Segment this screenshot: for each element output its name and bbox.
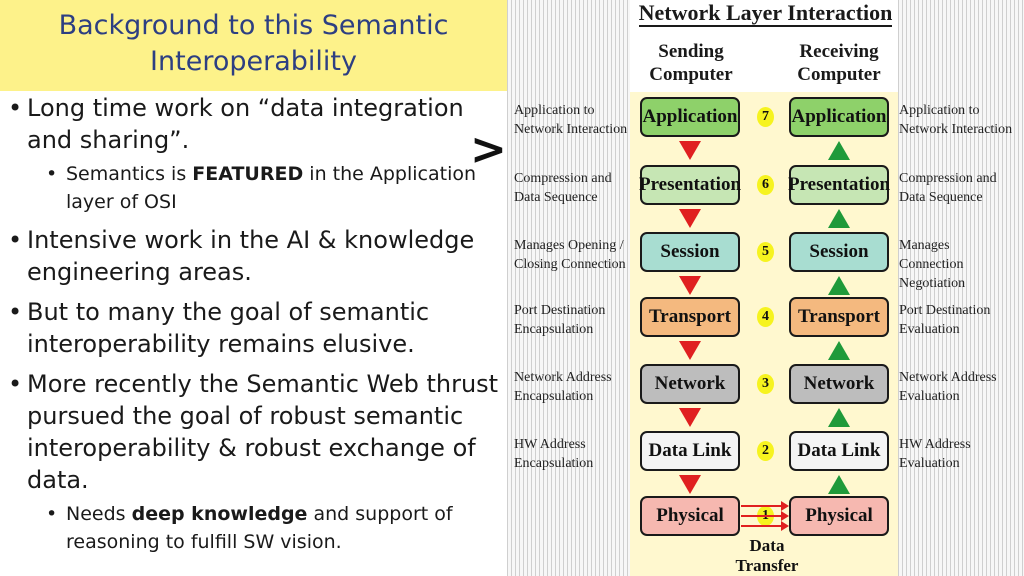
bullet: Long time work on “data integration and … (8, 92, 503, 156)
sub-bullet-emphasis: FEATURED (192, 163, 304, 185)
layer-number-badge: 6 (757, 175, 774, 195)
sending-layer-description: HW Address Encapsulation (514, 437, 594, 471)
sending-layer-2: Data Link (640, 431, 740, 471)
sub-bullet: Needs deep knowledge and support of reas… (8, 500, 503, 556)
layer-number-badge: 7 (757, 107, 774, 127)
sub-bullet-text: Needs (66, 503, 132, 525)
down-arrow (679, 408, 701, 427)
slide-title-box (0, 0, 507, 91)
sub-bullet-text: Semantics is (66, 163, 193, 185)
receiving-layer-3: Network (789, 364, 889, 404)
transfer-arrowhead (781, 501, 789, 511)
sending-layer-4: Transport (640, 297, 740, 337)
bullet: But to many the goal of semantic interop… (8, 296, 503, 360)
receiving-layer-description: Application to Network Interaction (899, 103, 1013, 137)
transfer-arrowhead (781, 521, 789, 531)
diagram-title: Network Layer Interaction (638, 0, 893, 27)
layer-number-badge: 4 (757, 307, 774, 327)
sending-layer-description: Compression and Data Sequence (514, 171, 612, 205)
receiving-layer-description: Manages Connection Negotiation (899, 238, 966, 291)
receiving-layer-4: Transport (789, 297, 889, 337)
right-hatch (898, 0, 1024, 576)
receiving-layer-6: Presentation (788, 165, 890, 205)
layer-number-badge: 3 (757, 374, 774, 394)
bullet: Intensive work in the AI & knowledge eng… (8, 224, 503, 288)
up-arrow (828, 475, 850, 494)
sending-layer-7: Application (640, 97, 740, 137)
layer-number-badge: 2 (757, 441, 774, 461)
up-arrow (828, 209, 850, 228)
sub-bullet-emphasis: deep knowledge (131, 503, 308, 525)
sub-bullet: Semantics is FEATURED in the Application… (8, 160, 503, 216)
sending-layer-description: Application to Network Interaction (514, 103, 628, 137)
receiving-layer-2: Data Link (789, 431, 889, 471)
up-arrow (828, 141, 850, 160)
network-layer-diagram: Network Layer Interaction Sending Comput… (507, 0, 1024, 576)
sending-layer-6: Presentation (639, 165, 741, 205)
sub-bullet-text: and support of reasoning to fulfill SW v… (66, 503, 453, 553)
bullet: More recently the Semantic Web thrust pu… (8, 368, 503, 496)
receiving-layer-5: Session (789, 232, 889, 272)
receiving-layer-description: Compression and Data Sequence (899, 171, 997, 205)
pointer-glyph: > (470, 124, 507, 175)
data-transfer-label: Data Transfer (735, 536, 799, 575)
sending-heading: Sending Computer (649, 41, 733, 85)
sending-layer-5: Session (640, 232, 740, 272)
down-arrow (679, 141, 701, 160)
slide-title: Background to this Semantic Interoperabi… (58, 10, 449, 77)
up-arrow (828, 408, 850, 427)
sending-layer-description: Network Address Encapsulation (514, 370, 612, 404)
sending-layer-1: Physical (640, 496, 740, 536)
up-arrow (828, 276, 850, 295)
sending-layer-description: Port Destination Encapsulation (514, 303, 606, 337)
receiving-heading: Receiving Computer (797, 41, 881, 85)
bullet-list: Long time work on “data integration and … (8, 92, 503, 564)
down-arrow (679, 209, 701, 228)
down-arrow (679, 341, 701, 360)
receiving-layer-description: Network Address Evaluation (899, 370, 997, 404)
receiving-layer-7: Application (789, 97, 889, 137)
receiving-layer-description: Port Destination Evaluation (899, 303, 991, 337)
transfer-arrowhead (781, 511, 789, 521)
down-arrow (679, 475, 701, 494)
left-hatch (507, 0, 630, 576)
sending-layer-3: Network (640, 364, 740, 404)
down-arrow (679, 276, 701, 295)
up-arrow (828, 341, 850, 360)
sending-layer-description: Manages Opening / Closing Connection (514, 238, 626, 272)
receiving-layer-1: Physical (789, 496, 889, 536)
data-transfer-arrows (741, 501, 789, 531)
layer-number-badge: 5 (757, 242, 774, 262)
receiving-layer-description: HW Address Evaluation (899, 437, 971, 471)
sub-bullet-text: in the Application layer of OSI (66, 163, 477, 213)
